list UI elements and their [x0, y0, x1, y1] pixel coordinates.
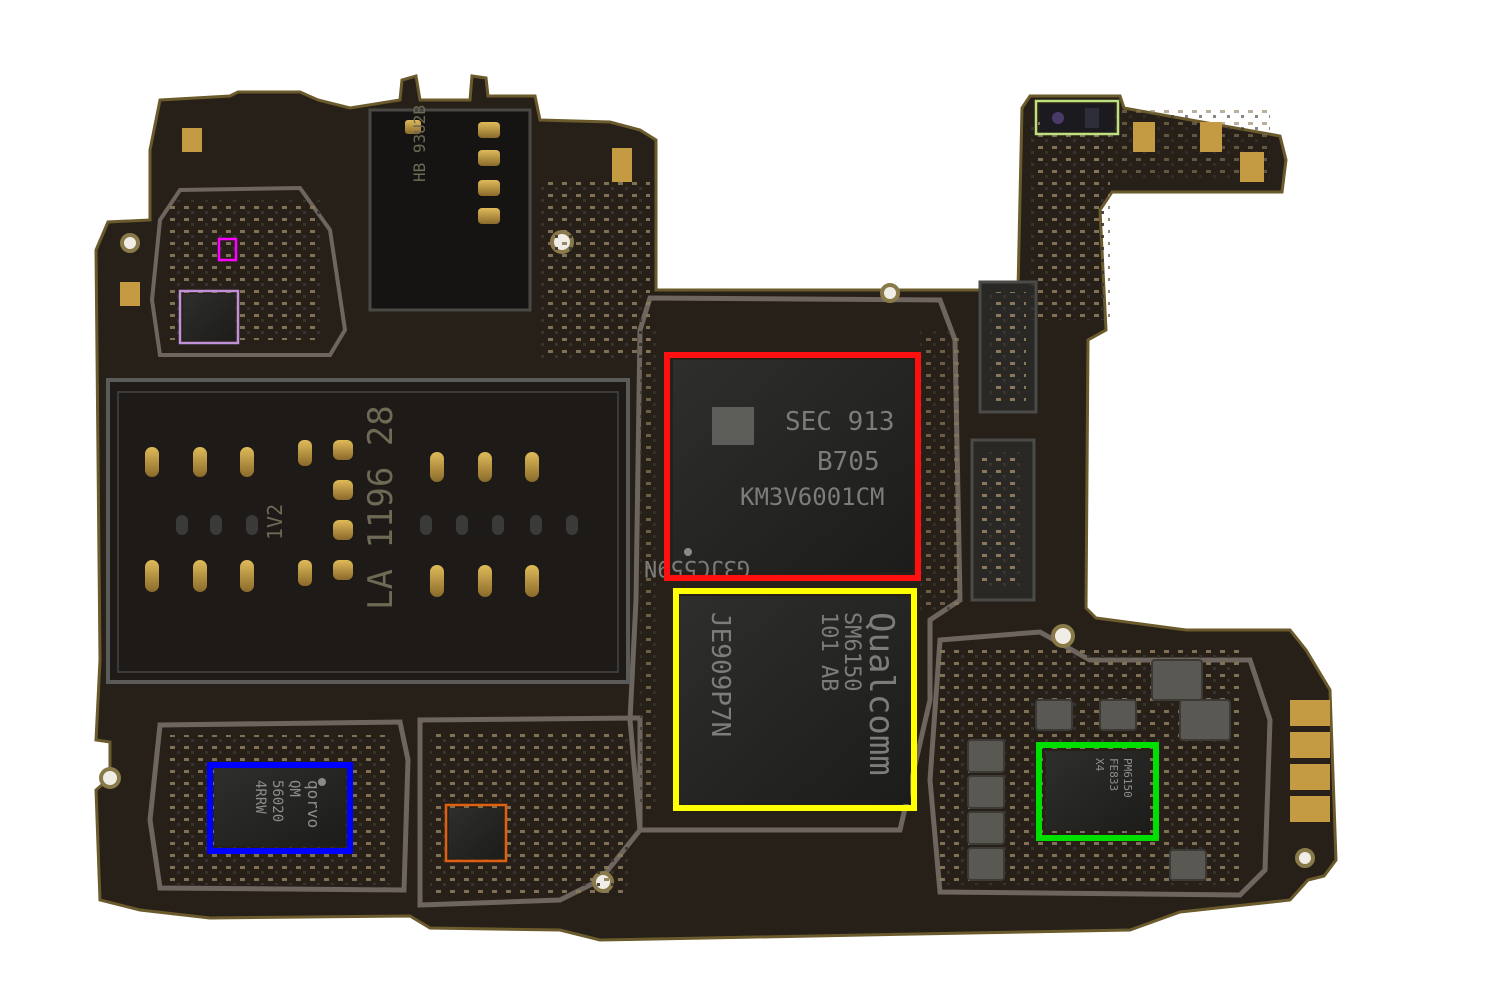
soc-line3: 101 AB	[816, 612, 841, 691]
sim-tray-label: LA 1196 28	[361, 405, 401, 610]
audio-connector	[368, 108, 532, 312]
memory-qr-code	[712, 407, 754, 445]
pmic-line3: X4	[1093, 758, 1106, 772]
pmic-line1: PM6150	[1121, 758, 1134, 798]
memory-chip	[673, 360, 913, 572]
sim-holes	[176, 515, 578, 535]
edge-pads	[120, 122, 1330, 822]
soc-chip	[680, 596, 910, 804]
memory-line1: SEC 913	[785, 407, 895, 437]
board-to-board-connectors	[970, 280, 1038, 602]
small-ic-orange	[449, 808, 503, 858]
shield-frame-left-top	[149, 185, 348, 357]
connector-label: HB 93U2B	[410, 105, 429, 182]
smd-components	[170, 110, 1270, 895]
highlight-rf-pa	[207, 762, 353, 854]
memory-line3: KM3V6001CM	[740, 483, 885, 511]
highlight-magenta	[217, 237, 238, 262]
small-ic-lavender	[183, 294, 235, 340]
shield-frame-bottom-left	[147, 719, 411, 893]
soc-line2: SM6150	[839, 612, 864, 691]
highlight-lavender	[178, 289, 240, 345]
highlight-memory	[664, 352, 921, 581]
inductor-blocks	[967, 659, 1231, 881]
memory-line2: B705	[817, 447, 880, 477]
pa-line1: qorvo	[304, 780, 323, 828]
soc-line4: JE909P7N	[705, 612, 735, 737]
highlight-small-ic	[444, 803, 508, 863]
pa-line4: 4RRW	[252, 780, 268, 814]
pa-line2: QM	[286, 780, 302, 797]
highlight-camera-sensor	[1034, 99, 1120, 136]
pa-line3: 56020	[269, 780, 285, 822]
sim-small-label: 1V2	[263, 504, 287, 540]
camera-sensor	[1040, 104, 1114, 132]
pmic-chip	[1046, 751, 1150, 831]
highlight-soc	[673, 588, 917, 811]
pmic-line2: FE833	[1107, 758, 1120, 791]
sim-contacts	[145, 440, 539, 597]
connector-pins	[405, 120, 500, 224]
soc-line1: Qualcomm	[861, 612, 901, 776]
highlight-pmic	[1036, 742, 1159, 841]
